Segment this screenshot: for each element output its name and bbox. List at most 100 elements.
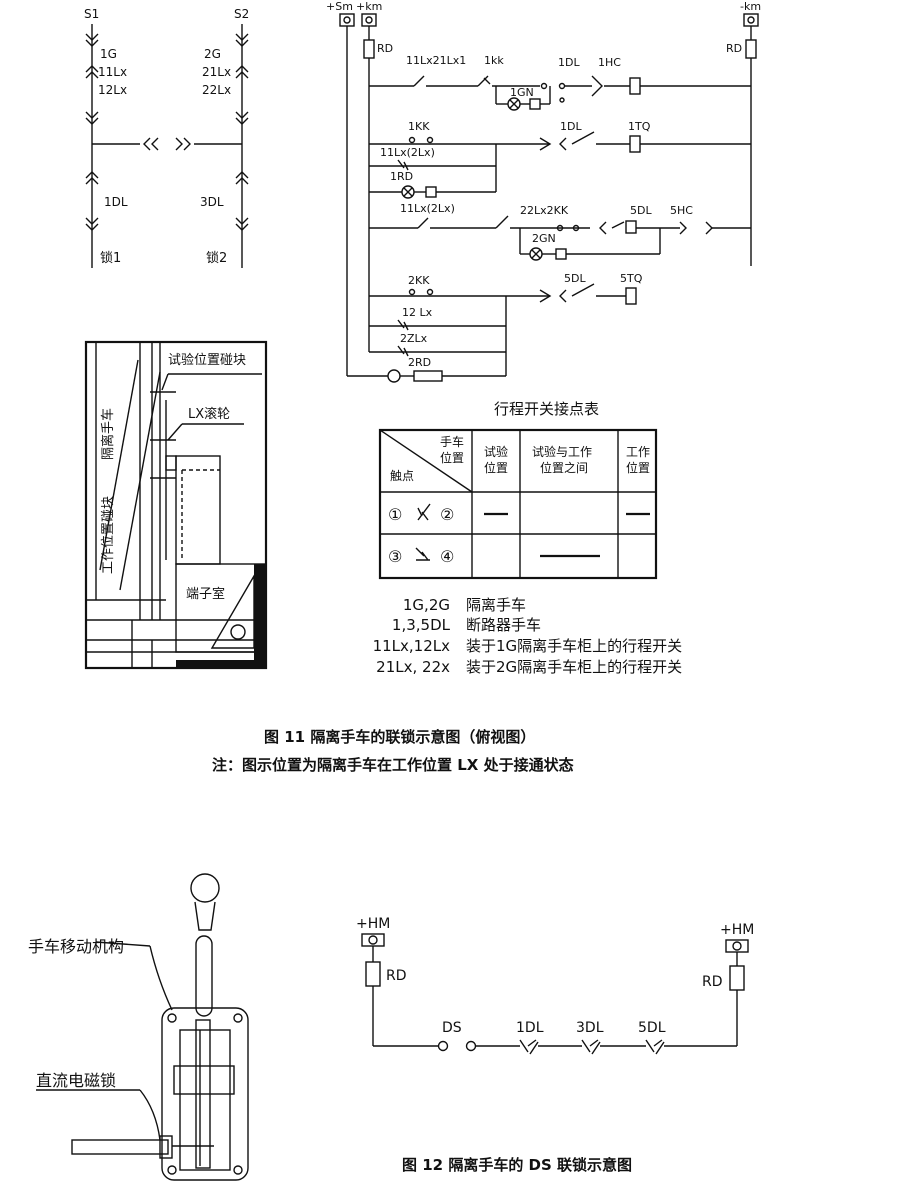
- hm-right-label: +HM: [720, 922, 754, 938]
- s1-chevron-top: [85, 33, 99, 47]
- tq5-coil: [625, 287, 637, 305]
- lx11-2b-label: 11Lx(2Lx): [400, 202, 455, 215]
- row2-contact-b: ④: [440, 547, 454, 566]
- dc-lock-label: 直流电磁锁: [36, 1071, 116, 1090]
- row1-contact-a: ①: [388, 505, 402, 524]
- row2-contact-symbol: [415, 547, 430, 561]
- mechanism-drawing: 手车移动机构 直流电磁锁: [28, 873, 249, 1181]
- km-plus-label: +km: [356, 0, 382, 13]
- lx-contact-row1: [413, 75, 425, 87]
- dl1a-label: 1DL: [558, 56, 580, 69]
- hc1-symbol: [591, 75, 603, 97]
- rd1-label: 1RD: [390, 170, 413, 183]
- s1-chevron-low: [85, 171, 99, 185]
- gn2-label: 2GN: [532, 232, 556, 245]
- dl5-contact-12: [645, 1039, 665, 1055]
- lx11-label: 11Lx: [98, 65, 127, 79]
- km-terminal: [361, 13, 377, 27]
- table-title: 行程开关接点表: [494, 400, 599, 418]
- sm-plus-label: +Sm: [326, 0, 353, 13]
- kk1-label: 1kk: [484, 54, 504, 67]
- contact-table: 行程开关接点表 手车 位置 触点 试验 位置 试验与工作 位置之间 工作 位置 …: [378, 400, 658, 580]
- tq1-coil: [629, 135, 641, 153]
- handle-knob: [190, 873, 220, 903]
- dl3-contact: [581, 1039, 601, 1055]
- s2-label: S2: [234, 7, 249, 21]
- dl3-label: 3DL: [200, 195, 224, 209]
- fig12-caption: 图 12 隔离手车的 DS 联锁示意图: [402, 1156, 632, 1174]
- lx11-2-label: 11Lx(2Lx): [380, 146, 435, 159]
- legend-key-3: 11Lx,12Lx: [373, 637, 451, 655]
- ds-circuit: +HM +HM RD RD DS 1DL 3DL 5DL: [356, 916, 754, 1055]
- rd2-resistor: [413, 370, 443, 382]
- s2-chevron-up: [235, 65, 249, 79]
- header-cart: 手车: [440, 434, 464, 449]
- rd-right-fuse: [745, 39, 757, 59]
- legend-desc-1: 隔离手车: [466, 596, 526, 614]
- rd-left-fuse: [363, 39, 375, 59]
- rd2-lamp: [387, 369, 401, 383]
- dl1-label-12: 1DL: [516, 1020, 544, 1036]
- lx22-label: 22Lx: [202, 83, 231, 97]
- col-work-1: 工作: [626, 445, 650, 459]
- row3-contacts-label: 22Lx2KK: [520, 204, 569, 217]
- gn1-label: 1GN: [510, 86, 534, 99]
- panel-top-view: 试验位置碰块 LX滚轮 端子室 隔离手车 工作位置碰块: [84, 340, 268, 670]
- kk2-label: 2KK: [408, 274, 430, 287]
- isolating-cart-label: 隔离手车: [100, 408, 116, 460]
- s1-chevron-bottom: [85, 217, 99, 231]
- hc1-label: 1HC: [598, 56, 621, 69]
- rd-left-label: RD: [377, 42, 393, 55]
- ds-label: DS: [442, 1020, 462, 1036]
- legend: 1G,2G 隔离手车 1,3,5DL 断路器手车 11Lx,12Lx 装于1G隔…: [373, 596, 683, 676]
- control-circuit: +Sm +km -km RD RD 11Lx21Lx1 1k: [326, 0, 761, 383]
- mechanism-plate: [161, 1007, 249, 1181]
- row2-contact-a: ③: [388, 547, 402, 566]
- crossbar-arrow-right: [175, 137, 191, 151]
- col-between-2: 位置之间: [540, 460, 588, 475]
- rd-left-label-12: RD: [386, 968, 407, 984]
- rd-right-fuse-12: [729, 965, 745, 991]
- dl1b-label: 1DL: [560, 120, 582, 133]
- fig11-note: 注：图示位置为隔离手车在工作位置 LX 处于接通状态: [212, 756, 574, 774]
- rd-left-fuse-12: [365, 961, 381, 987]
- lx-roller-label: LX滚轮: [188, 406, 230, 422]
- table-frame: [378, 428, 658, 580]
- lock-diagram: S1 S2 1G 11Lx 12Lx 2G 21Lx 22Lx 1DL 3DL …: [84, 7, 249, 268]
- dl5a-label: 5DL: [630, 204, 652, 217]
- handle-shaft: [195, 935, 213, 1017]
- kk1b-label: 1KK: [408, 120, 430, 133]
- fig11-caption: 图 11 隔离手车的联锁示意图（俯视图）: [264, 728, 535, 746]
- terminal-room-label: 端子室: [186, 586, 225, 602]
- col-test-2: 位置: [484, 460, 508, 475]
- legend-key-1: 1G,2G: [403, 596, 450, 614]
- s1-chevron-up: [85, 65, 99, 79]
- hc1-coil: [629, 77, 641, 95]
- row1-contact-b: ②: [440, 505, 454, 524]
- hc5-label: 5HC: [670, 204, 693, 217]
- s1-chevron-mid: [85, 111, 99, 125]
- crossbar-arrow-left: [143, 137, 159, 151]
- gn1-resistor: [529, 98, 541, 110]
- header-contact: 触点: [390, 469, 414, 483]
- rd2-label: 2RD: [408, 356, 431, 369]
- tq1-label: 1TQ: [628, 120, 651, 133]
- s2-chevron-top: [235, 33, 249, 47]
- g2-label: 2G: [204, 47, 221, 61]
- zlx2-label: 2ZLx: [400, 332, 428, 345]
- km-minus-terminal: [743, 13, 759, 27]
- g1-label: 1G: [100, 47, 117, 61]
- legend-desc-2: 断路器手车: [466, 616, 541, 634]
- legend-desc-3: 装于1G隔离手车柜上的行程开关: [466, 637, 682, 655]
- ds-contact-left: [437, 1040, 449, 1052]
- mechanism-label: 手车移动机构: [28, 937, 124, 956]
- dl1-label: 1DL: [104, 195, 128, 209]
- s1-label: S1: [84, 7, 99, 21]
- lx12-label-circuit: 12 Lx: [402, 306, 433, 319]
- dl5b-label: 5DL: [564, 272, 586, 285]
- dl3-label-12: 3DL: [576, 1020, 604, 1036]
- dl1-contact: [519, 1039, 539, 1055]
- col-work-2: 位置: [626, 460, 650, 475]
- rd1-resistor: [425, 186, 437, 198]
